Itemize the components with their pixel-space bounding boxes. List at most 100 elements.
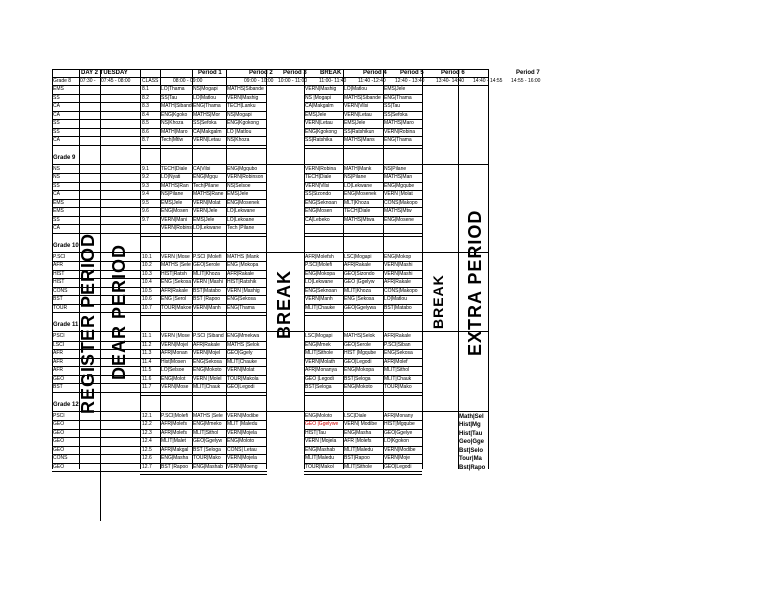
break-label: BREAK bbox=[274, 269, 294, 339]
break-label-2: BREAK bbox=[430, 274, 446, 329]
row-divider bbox=[52, 224, 267, 225]
lesson-cell: MLIT|Chauk bbox=[193, 384, 221, 390]
lesson-cell: TECH|Lanku bbox=[227, 103, 256, 109]
row-divider bbox=[52, 437, 267, 438]
lesson-cell: VERN|Letau bbox=[193, 137, 221, 143]
row-divider bbox=[304, 471, 422, 472]
lesson-cell: VERN|Manh bbox=[305, 296, 333, 302]
lesson-cell: VERN|Mose bbox=[161, 384, 189, 390]
lesson-cell: MATH|Maro bbox=[161, 128, 188, 135]
lesson-cell: ENG|Mosenek bbox=[227, 199, 260, 206]
row-class: 11.1 bbox=[142, 333, 152, 339]
lesson-cell: Tech |Pilane bbox=[227, 225, 255, 231]
lesson-cell: ENG|Kgoko bbox=[161, 111, 188, 118]
row-class: 8.2 bbox=[142, 94, 149, 101]
lesson-cell: VERN|Modibe bbox=[384, 446, 416, 453]
lesson-cell: VERN| Modibe bbox=[344, 421, 377, 427]
lesson-cell: MLIT|Malet bbox=[161, 438, 186, 444]
row-class: 8.6 bbox=[142, 128, 149, 135]
extra-lesson-cell: Hist|Mg bbox=[459, 422, 481, 428]
lesson-cell: VERN|Molath bbox=[305, 358, 336, 365]
row-class: 11.4 bbox=[142, 358, 152, 365]
row-divider bbox=[304, 315, 422, 316]
lesson-cell: VERN|Molat bbox=[193, 199, 221, 206]
row-divider bbox=[304, 147, 422, 149]
row-divider bbox=[52, 366, 267, 367]
row-divider bbox=[52, 215, 267, 217]
lesson-cell: TECH|Diale bbox=[344, 208, 371, 214]
lesson-cell: MLIT|Chauk bbox=[384, 375, 412, 382]
lesson-cell: LO|Matlou bbox=[193, 94, 216, 101]
lesson-cell: ENG|Sekosa bbox=[227, 296, 256, 302]
row-divider bbox=[304, 215, 422, 217]
period-header: Period 4 bbox=[363, 70, 387, 76]
period-header: Period 7 bbox=[516, 70, 540, 76]
lesson-cell: AFR|Rakale bbox=[384, 279, 411, 285]
lesson-cell: ENG|Mokopa bbox=[305, 270, 335, 277]
column-divider bbox=[266, 69, 267, 469]
lesson-cell: BST|Matabo bbox=[384, 304, 412, 311]
lesson-cell: CONS|Makopo bbox=[384, 287, 418, 294]
row-subject: GEO bbox=[53, 446, 65, 453]
row-divider bbox=[304, 127, 422, 129]
row-divider bbox=[304, 224, 422, 225]
lesson-cell: ENG|Seknoan bbox=[305, 287, 337, 294]
lesson-cell: AFR|Molefs bbox=[161, 421, 188, 427]
row-class: 12.7 bbox=[142, 463, 152, 470]
row-subject: AFR bbox=[53, 262, 63, 268]
row-class: 12.1 bbox=[142, 412, 152, 419]
row-divider bbox=[52, 374, 267, 376]
row-class: 9.7 bbox=[142, 216, 149, 223]
row-divider bbox=[52, 357, 267, 359]
row-divider bbox=[52, 127, 267, 129]
row-divider bbox=[52, 410, 488, 412]
lesson-cell: AFR |Molefs bbox=[344, 438, 372, 444]
lesson-cell: HIST|Mgqube bbox=[384, 421, 415, 427]
row-divider bbox=[52, 110, 267, 112]
lesson-cell: GEO |Ggelyw bbox=[344, 279, 375, 285]
column-divider bbox=[226, 69, 227, 469]
row-subject: P.SCI bbox=[53, 253, 66, 260]
period-time: 14:40 - 14:55 bbox=[473, 78, 503, 84]
row-divider bbox=[304, 198, 422, 200]
lesson-cell: MATHS|Selok bbox=[344, 333, 375, 339]
row-subject: EMS bbox=[53, 86, 64, 92]
extra-lesson-cell: Bst|Rapo bbox=[459, 464, 486, 471]
lesson-cell: GEO|Ggelye bbox=[384, 429, 413, 436]
period-time: 08:00 - 09:00 bbox=[173, 78, 203, 84]
lesson-cell: VERN|Mashi bbox=[384, 270, 413, 277]
row-subject: GEO bbox=[53, 421, 65, 427]
row-divider bbox=[304, 454, 422, 455]
lesson-cell: VERN |Mashi bbox=[193, 279, 223, 285]
lesson-cell: BST |Rapoo bbox=[193, 296, 221, 302]
lesson-cell: ENG|Moloto bbox=[227, 438, 255, 444]
extra-lesson-cell: Math|Sel bbox=[459, 413, 484, 420]
lesson-cell: TECH|Diale bbox=[305, 174, 332, 180]
row-divider bbox=[304, 286, 422, 288]
lesson-cell: GEO|Ggelyw bbox=[193, 438, 223, 444]
row-divider bbox=[304, 374, 422, 376]
column-divider bbox=[422, 69, 423, 469]
lesson-cell: EMS|Jele bbox=[344, 120, 366, 126]
lesson-cell bbox=[304, 225, 342, 232]
lesson-cell: TOUR|Makola bbox=[227, 375, 259, 382]
lesson-cell: GEO|Ggely bbox=[227, 350, 253, 356]
row-divider bbox=[304, 340, 422, 342]
period-header: Period 3 bbox=[283, 70, 307, 76]
row-divider bbox=[52, 232, 267, 234]
lesson-cell: VERN |Mose bbox=[161, 333, 190, 339]
lesson-cell: MATHS |Selok bbox=[227, 341, 260, 348]
lesson-cell: Hist|Mosen bbox=[161, 358, 186, 365]
lesson-cell: SS|Sefoka bbox=[193, 120, 217, 126]
register-time: 07:30 - bbox=[80, 78, 96, 84]
lesson-cell: ENG |Sekosa bbox=[161, 279, 192, 285]
lesson-cell: ENG|Mosene bbox=[384, 216, 414, 223]
period-time: 12:40 - 13:40 bbox=[395, 78, 425, 84]
lesson-cell: VERN|Modibe bbox=[227, 412, 259, 419]
row-divider bbox=[140, 394, 267, 396]
lesson-cell: ENG|Mgqubo bbox=[227, 165, 258, 172]
period-header: Period 2 bbox=[249, 70, 273, 76]
row-divider bbox=[52, 340, 267, 342]
lesson-cell: VERN |Molel bbox=[193, 375, 222, 382]
lesson-cell: LO|Lekwane bbox=[305, 279, 333, 285]
